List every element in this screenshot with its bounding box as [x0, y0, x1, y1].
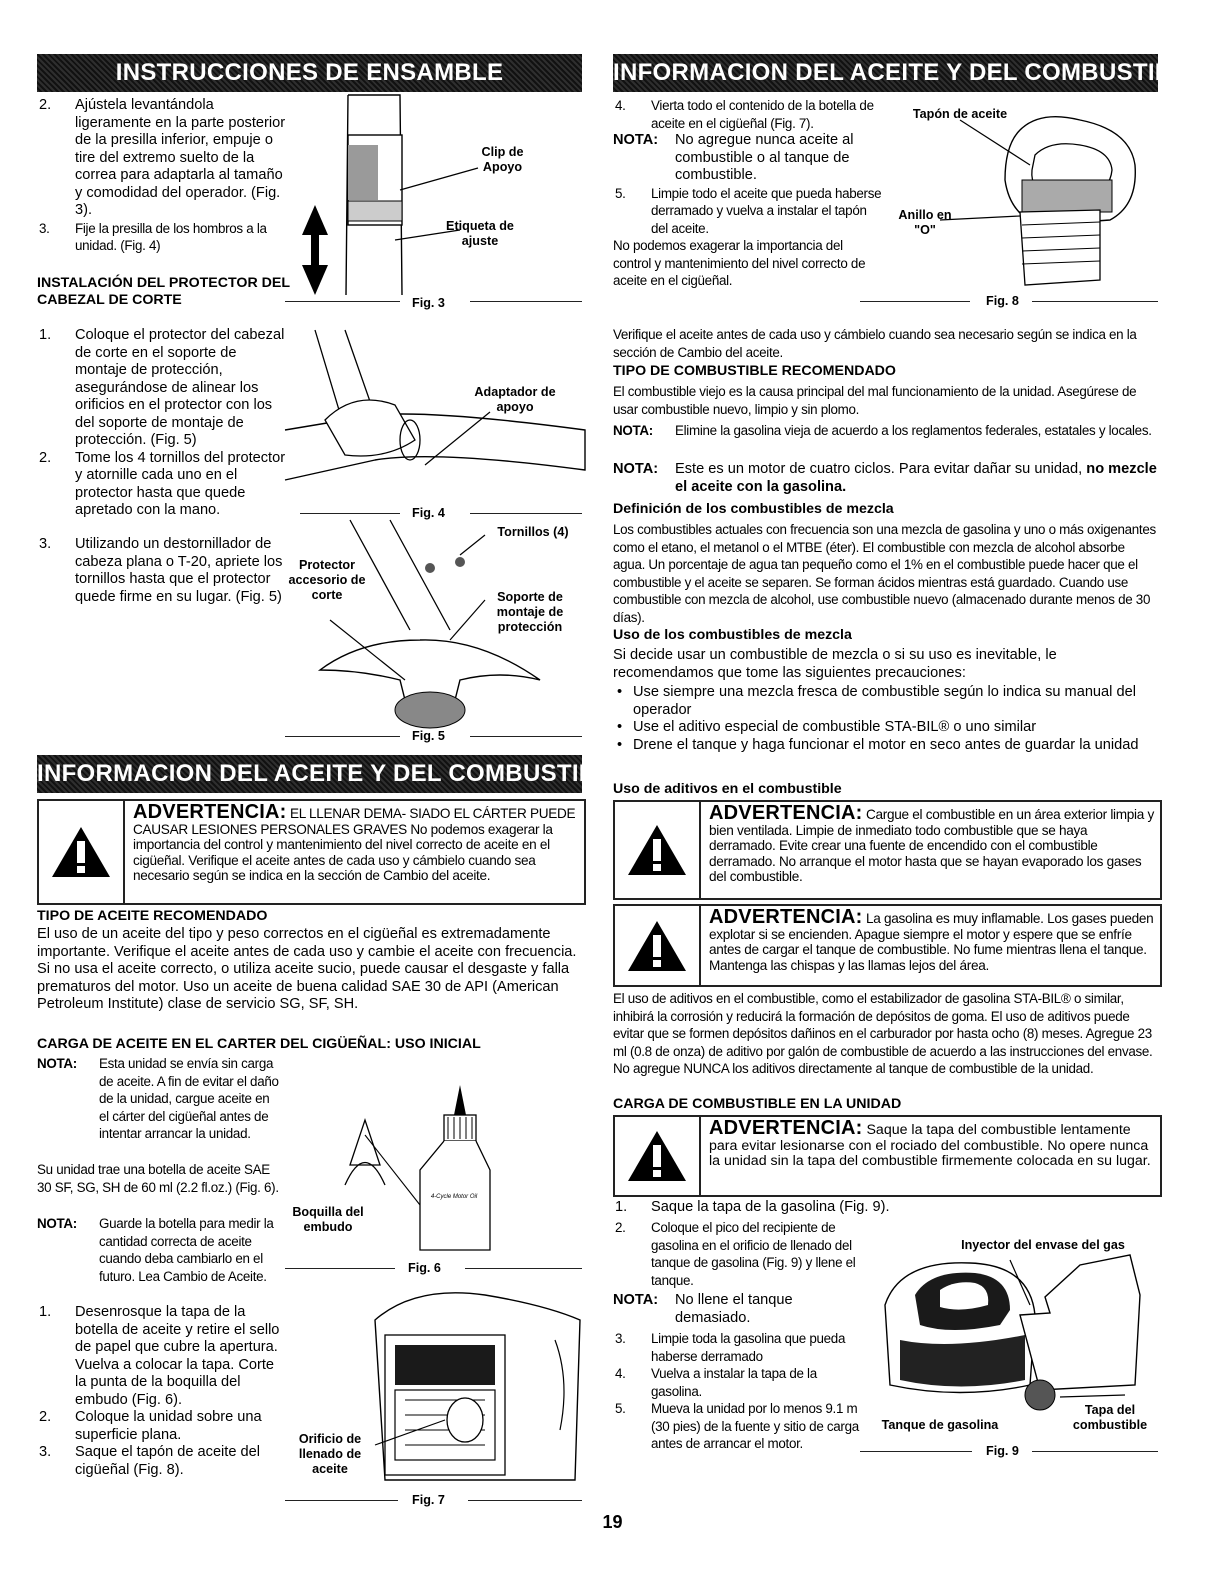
fig3-leaders [394, 167, 479, 241]
banner-aceite-right: INFORMACION DEL ACEITE Y DEL COMBUSTIBLE [613, 54, 1158, 92]
fig3-illustration [302, 94, 403, 296]
para-verifique: Verifique el aceite antes de cada uso y … [613, 327, 1137, 360]
fig7-rule-right [468, 1500, 582, 1501]
fig3-clip-label: Clip de Apoyo [481, 145, 524, 174]
carga-comb-heading: CARGA DE COMBUSTIBLE EN LA UNIDAD [613, 1096, 902, 1112]
fig5-rule-right [470, 736, 582, 737]
install-steps: 1.Coloque el protector del cabezal de co… [39, 327, 286, 518]
fig6-rule-right [465, 1268, 582, 1269]
install-step-3: 3.Utilizando un destornillador de cabeza… [39, 536, 283, 605]
fig9-tanque-label: Tanque de gasolina [881, 1418, 999, 1432]
fuel-step-1: 1.Saque la tapa de la gasolina (Fig. 9). [615, 1199, 890, 1215]
fig3-rule-right [470, 301, 582, 302]
fig5-label: Fig. 5 [412, 729, 445, 743]
fig4-leader [424, 411, 491, 466]
fig9-rule-left [860, 1451, 972, 1452]
fig3-label: Fig. 3 [412, 296, 445, 310]
fig9-label: Fig. 9 [986, 1444, 1019, 1458]
nota-guarde: NOTA:Guarde la botella para medir la can… [37, 1216, 274, 1284]
fig6-bottle-text: 4-Cycle Motor Oil [430, 1194, 478, 1200]
fig6-illustration [344, 1085, 491, 1251]
fig9-illustration [884, 1254, 1141, 1411]
fig5-illustration [317, 519, 541, 729]
fig9-tapa-label: Tapa del combustible [1072, 1403, 1148, 1432]
botella-text: Su unidad trae una botella de aceite SAE… [37, 1162, 279, 1195]
fuel-step-2: 2.Coloque el pico del recipiente de gaso… [615, 1220, 856, 1288]
fig4-illustration [284, 329, 586, 481]
fig5-soporte-label: Soporte de montaje de protección [496, 590, 564, 634]
aditivos-heading: Uso de aditivos en el combustible [613, 781, 842, 797]
warning-icon [615, 906, 701, 985]
page-number: 19 [602, 1512, 623, 1532]
fig8-illustration [939, 115, 1136, 286]
fig5-protector-label: Protector accesorio de corte [288, 558, 366, 602]
steps-strap: 2.Ajústela levantándola ligeramente en l… [39, 97, 286, 253]
list-item: •Drene el tanque y haga funcionar el mot… [617, 736, 1139, 753]
fig8-label: Fig. 8 [986, 294, 1019, 308]
right-top-steps: 4.Vierta todo el contenido de la botella… [613, 98, 882, 288]
list-item: •Use el aditivo especial de combustible … [617, 719, 1037, 735]
fuel-steps-2: 3.Limpie toda la gasolina que pueda habe… [615, 1331, 859, 1451]
warning-icon [615, 1117, 701, 1195]
fig8-rule-left [860, 301, 970, 302]
uso-heading: Uso de los combustibles de mezcla [613, 627, 852, 643]
fig3-rule-left [285, 301, 400, 302]
nota-no-llene: NOTA:No llene el tanque demasiado. [613, 1292, 793, 1326]
fig8-anillo-label: Anillo en "O" [898, 208, 952, 237]
fig6-label: Fig. 6 [408, 1261, 441, 1275]
warning-icon [615, 802, 701, 898]
fig7-illustration [374, 1292, 581, 1481]
fig7-label: Fig. 7 [412, 1493, 445, 1507]
list-item: •Use siempre una mezcla fresca de combus… [617, 684, 1136, 718]
nota-sin-aceite: NOTA:Esta unidad se envía sin carga de a… [37, 1056, 279, 1141]
tipo-aceite-text: El uso de un aceite del tipo y peso corr… [37, 926, 577, 1012]
fig4-rule-left [300, 513, 400, 514]
fig4-rule-right [470, 513, 582, 514]
nota-elimine: NOTA:Elimine la gasolina vieja de acuerd… [613, 423, 1152, 438]
fig6-rule-left [285, 1268, 395, 1269]
aditivos-text: El uso de aditivos en el combustible, co… [613, 991, 1153, 1076]
uso-text: Si decide usar un combustible de mezcla … [613, 647, 1057, 681]
fig3-etiqueta-label: Etiqueta de ajuste [446, 219, 514, 248]
precaution-bullets: •Use siempre una mezcla fresca de combus… [613, 684, 1158, 754]
oil-steps: 1.Desenrosque la tapa de la botella de a… [39, 1304, 280, 1478]
nota-cuatro-ciclos: NOTA:Este es un motor de cuatro ciclos. … [613, 461, 1157, 495]
fig4-adaptador-label: Adaptador de apoyo [474, 385, 556, 414]
fig4-label: Fig. 4 [412, 506, 445, 520]
fig9-inyector-label: Inyector del envase del gas [961, 1238, 1125, 1252]
fig7-orificio-label: Orificio de llenado de aceite [298, 1432, 362, 1476]
def-text: Los combustibles actuales con frecuencia… [613, 522, 1156, 625]
warning-overfill: ADVERTENCIA: EL LLENAR DEMA- SIADO EL CÁ… [37, 799, 586, 905]
banner-instrucciones: INSTRUCCIONES DE ENSAMBLE [37, 54, 582, 92]
fig7-rule-left [285, 1500, 398, 1501]
warning-ventilada: ADVERTENCIA: Cargue el combustible en un… [613, 800, 1162, 900]
tipo-comb-heading: TIPO DE COMBUSTIBLE RECOMENDADO [613, 363, 896, 379]
warning-tapa: ADVERTENCIA: Saque la tapa del combustib… [613, 1115, 1162, 1197]
fig9-rule-right [1032, 1451, 1158, 1452]
fig8-tapon-label: Tapón de aceite [912, 107, 1008, 121]
install-heading: INSTALACIÓN DEL PROTECTOR DEL CABEZAL DE… [37, 275, 290, 308]
warning-inflamable: ADVERTENCIA: La gasolina es muy inflamab… [613, 904, 1162, 987]
fig5-tornillos-label: Tornillos (4) [497, 525, 569, 539]
tipo-comb-text: El combustible viejo es la causa princip… [613, 384, 1137, 417]
banner-aceite-left: INFORMACION DEL ACEITE Y DEL COMBUSTIBLE [37, 755, 582, 793]
fig5-rule-left [285, 736, 400, 737]
fig6-boquilla-label: Boquilla del embudo [292, 1205, 364, 1234]
def-heading: Definición de los combustibles de mezcla [613, 501, 894, 517]
carga-aceite-heading: CARGA DE ACEITE EN EL CARTER DEL CIGÜEÑA… [37, 1036, 481, 1052]
warning-icon [39, 801, 125, 903]
tipo-aceite-heading: TIPO DE ACEITE RECOMENDADO [37, 908, 268, 924]
fig8-rule-right [1032, 301, 1158, 302]
